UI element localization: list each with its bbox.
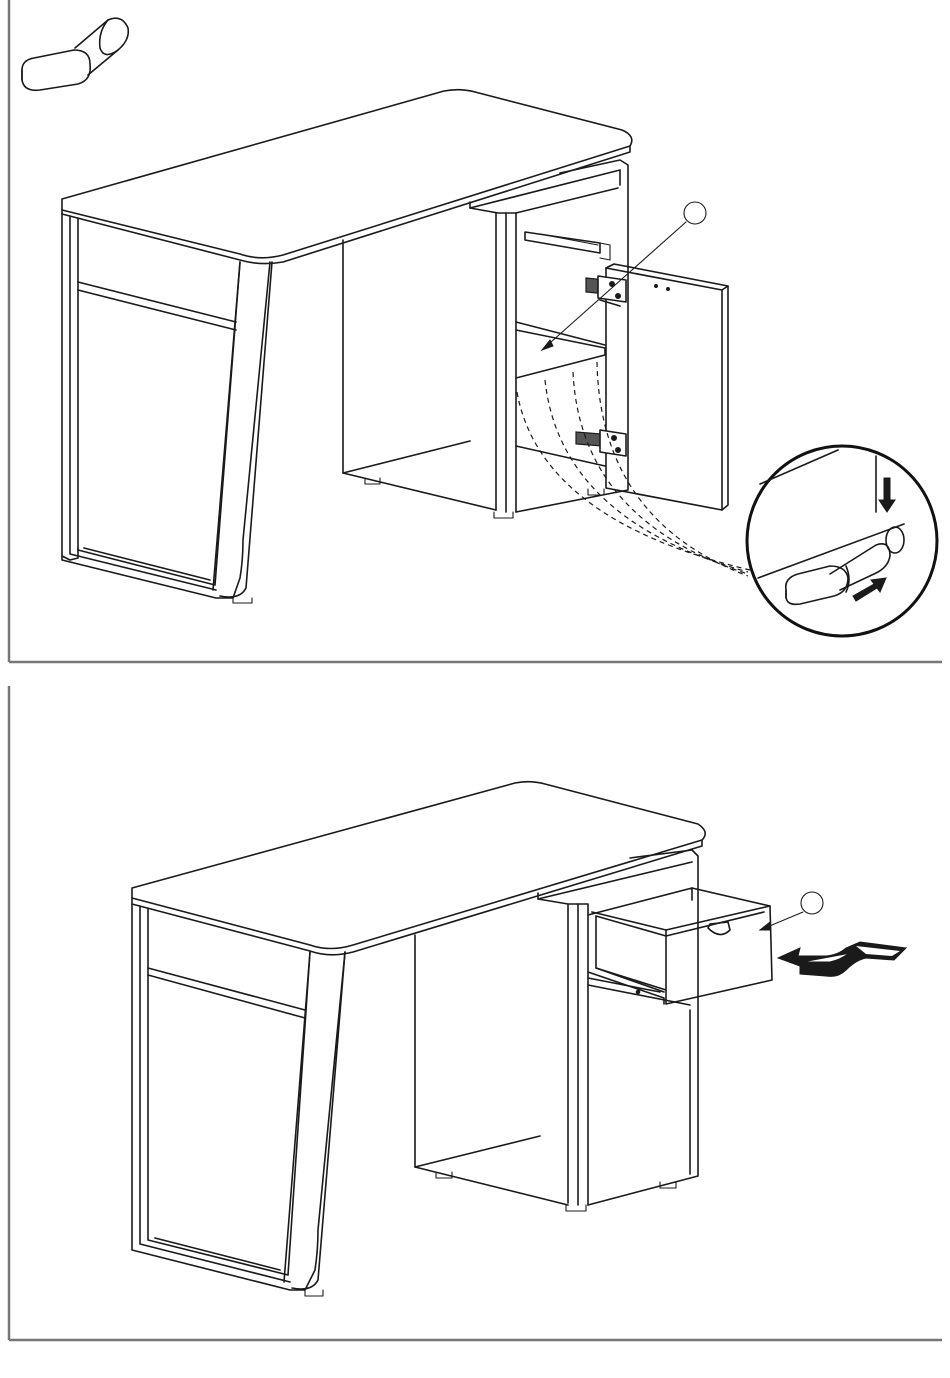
shelf-pin-icon [22, 18, 128, 90]
panel-2-frame [9, 686, 942, 1340]
desk-2 [132, 782, 906, 1296]
drawer [588, 888, 772, 1004]
part-callout-1 [542, 202, 706, 350]
hinge-bottom [576, 430, 626, 456]
shelf-support-detail [747, 446, 937, 636]
desk-1 [62, 90, 750, 603]
hand-arrow-icon [778, 942, 906, 976]
